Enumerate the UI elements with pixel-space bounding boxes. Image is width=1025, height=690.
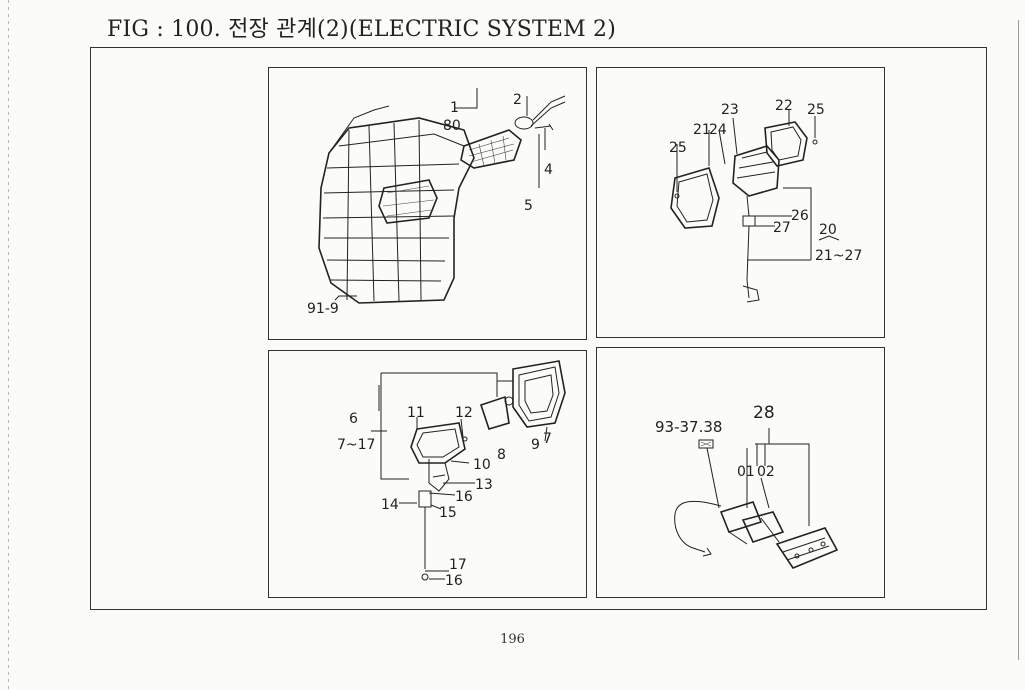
- figure-frame: [90, 47, 987, 610]
- label-7-17: 7~17: [337, 437, 375, 453]
- front-lamp-drawing: 6 7~17 11 12 10 8 9 7 13 16 14 15 17 16: [337, 360, 566, 589]
- label-21-27: 21~27: [815, 248, 862, 264]
- label-6: 6: [349, 411, 358, 427]
- label-4: 4: [544, 162, 553, 178]
- label-26: 26: [791, 208, 809, 224]
- rear-lamp-drawing: 23 22 25 21 24 25 26 27 20 21~27: [669, 98, 862, 303]
- label-14: 14: [381, 497, 399, 513]
- label-12: 12: [455, 405, 473, 421]
- label-16-top: 16: [455, 489, 473, 505]
- figure-title: FIG : 100. 전장 관계(2)(ELECTRIC SYSTEM 2): [107, 17, 617, 42]
- panel-wiring: 28 93-37.38 01 02: [596, 347, 885, 598]
- label-16-bottom: 16: [445, 573, 463, 589]
- label-17: 17: [449, 557, 467, 573]
- label-80: 80: [443, 118, 461, 134]
- label-1: 1: [450, 100, 459, 116]
- label-24: 24: [709, 122, 727, 138]
- label-27: 27: [773, 220, 791, 236]
- label-2: 2: [513, 92, 522, 108]
- label-25-left: 25: [669, 140, 687, 156]
- label-02: 02: [757, 464, 775, 480]
- panel-front-lamp: 6 7~17 11 12 10 8 9 7 13 16 14 15 17 16: [268, 350, 587, 598]
- label-8: 8: [497, 447, 506, 463]
- headlamp-drawing: 1 80 2 4 5 91-9: [307, 88, 566, 317]
- scan-edge-right: [1018, 20, 1019, 660]
- label-9: 9: [531, 437, 540, 453]
- label-91-9: 91-9: [307, 301, 339, 317]
- label-25-right: 25: [807, 102, 825, 118]
- label-20: 20: [819, 222, 837, 238]
- label-23: 23: [721, 102, 739, 118]
- label-93-37-38: 93-37.38: [655, 418, 722, 436]
- wiring-drawing: 28 93-37.38 01 02: [655, 403, 839, 569]
- label-11: 11: [407, 405, 425, 421]
- panel-rear-lamp: 23 22 25 21 24 25 26 27 20 21~27: [596, 67, 885, 338]
- label-22: 22: [775, 98, 793, 114]
- label-7: 7: [543, 431, 552, 447]
- label-5: 5: [524, 198, 533, 214]
- label-15: 15: [439, 505, 457, 521]
- scan-edge-left: [8, 0, 9, 690]
- label-21: 21: [693, 122, 711, 138]
- page-number: 196: [500, 632, 525, 647]
- label-01: 01: [737, 464, 755, 480]
- label-28: 28: [753, 403, 775, 423]
- label-10: 10: [473, 457, 491, 473]
- label-13: 13: [475, 477, 493, 493]
- panel-headlamp: 1 80 2 4 5 91-9: [268, 67, 587, 340]
